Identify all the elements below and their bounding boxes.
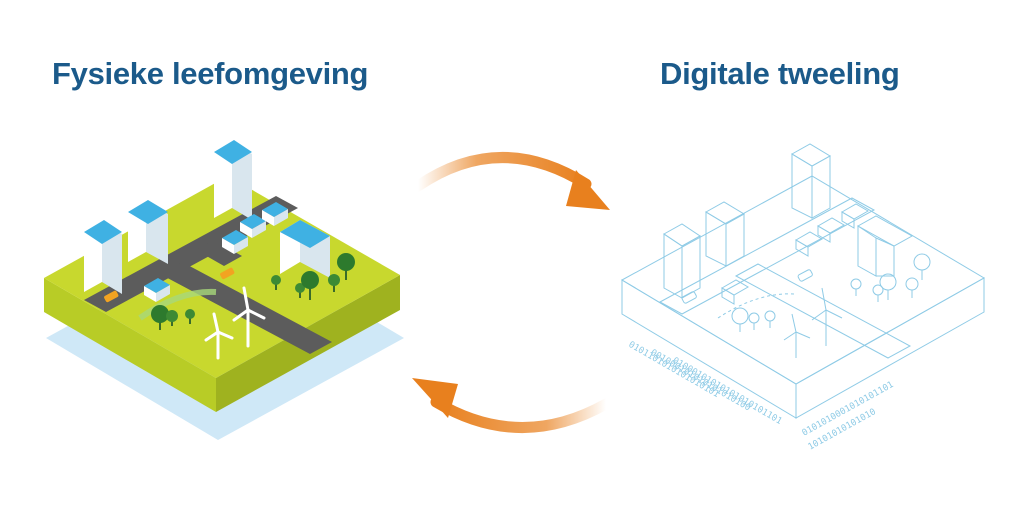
- arrow-right-icon: [412, 152, 610, 210]
- wire-right-side: [795, 277, 985, 419]
- title-physical-environment: Fysieke leefomgeving: [52, 56, 369, 91]
- wire-wind-turbine-icon: [783, 313, 811, 358]
- wire-tree-icon: [879, 273, 897, 300]
- tree-icon: [301, 271, 319, 300]
- binary-stream: 0101101010101010101 00100010101010101010…: [627, 340, 896, 453]
- building-icon: [280, 220, 330, 278]
- digital-twin-block: [620, 143, 985, 419]
- tree-icon: [151, 305, 169, 330]
- wire-car-icon: [681, 291, 697, 304]
- wire-building-icon: [705, 201, 745, 267]
- wire-tree-icon: [748, 312, 760, 330]
- wire-house-icon: [795, 231, 823, 257]
- wire-tree-icon: [905, 277, 919, 298]
- tree-icon: [166, 310, 178, 326]
- house-icon: [144, 278, 170, 302]
- title-digital-twin: Digitale tweeling: [660, 56, 900, 91]
- building-icon: [214, 140, 252, 220]
- wire-top: [620, 175, 985, 385]
- physical-city-block: [44, 140, 404, 440]
- tree-icon: [328, 274, 340, 292]
- wire-building-icon: [663, 223, 701, 299]
- wire-tree-icon: [850, 278, 862, 296]
- wire-wind-turbine-icon: [811, 287, 843, 346]
- wire-tree-icon: [764, 310, 776, 328]
- building-icon: [128, 200, 168, 264]
- wire-house-icon: [721, 279, 749, 305]
- road-cross: [160, 262, 332, 354]
- wire-tree-icon: [872, 284, 884, 302]
- building-icon: [84, 220, 122, 294]
- house-icon: [222, 230, 248, 254]
- road-mid: [196, 240, 242, 266]
- tree-icon: [295, 283, 305, 298]
- house-icon: [262, 202, 288, 226]
- tree-icon: [185, 309, 195, 324]
- block-left-side: [44, 278, 216, 412]
- car-icon: [104, 290, 119, 303]
- house-icon: [240, 214, 266, 238]
- wire-road-main: [658, 197, 876, 315]
- wire-tree-icon: [731, 307, 749, 332]
- wire-road-cross: [734, 263, 912, 359]
- wire-building-icon: [791, 143, 831, 219]
- wind-turbine-icon: [204, 312, 234, 360]
- wire-house-icon: [841, 203, 869, 229]
- wire-path-curve: [717, 293, 795, 319]
- car-icon: [220, 267, 235, 280]
- path-curve: [138, 288, 217, 321]
- wind-turbine-icon: [232, 286, 266, 348]
- tree-icon: [271, 275, 281, 290]
- tree-icon: [337, 253, 355, 280]
- wire-building-icon: [856, 215, 914, 277]
- wire-car-icon: [797, 269, 813, 282]
- wire-house-icon: [817, 217, 845, 243]
- arrow-left-icon: [412, 378, 612, 433]
- wire-tree-icon: [913, 253, 931, 280]
